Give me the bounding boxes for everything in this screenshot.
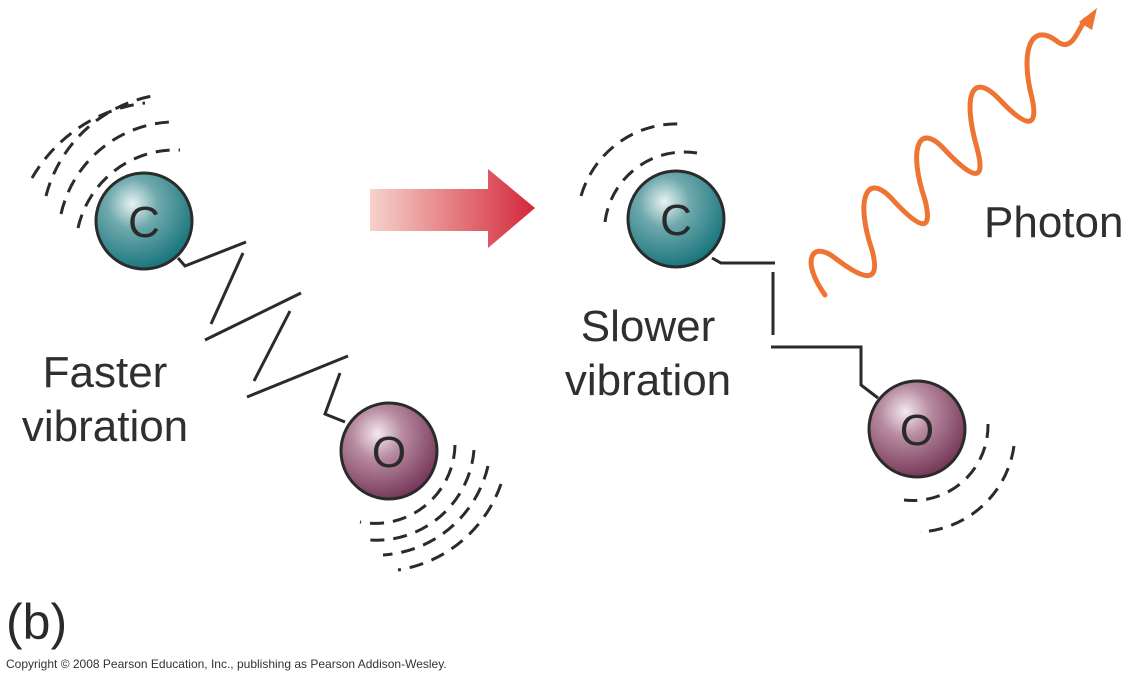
oxygen-symbol: O [900, 406, 934, 455]
carbon-symbol: C [128, 198, 160, 247]
carbon-atom-after: C [626, 169, 726, 269]
slower-label-line2: vibration [564, 356, 732, 405]
photon-wave-icon [808, 17, 1088, 298]
carbon-atom-before: C [94, 171, 194, 271]
oxygen-vibration-arcs-before [359, 444, 503, 572]
faster-label-line2: vibration [21, 402, 189, 451]
panel-label: (b) [6, 594, 68, 650]
zigzag-bond-before [176, 240, 349, 424]
oxygen-vibration-arcs-after [903, 423, 1016, 534]
slower-vibration-label: Slower vibration [548, 300, 748, 408]
oxygen-atom-after: O [867, 379, 967, 479]
gradient-right-arrow-icon [370, 169, 535, 248]
photon-arrowhead-icon [1079, 8, 1097, 30]
copyright-notice: Copyright © 2008 Pearson Education, Inc.… [6, 657, 447, 671]
faster-label-line1: Faster [42, 348, 168, 397]
stepped-bond-after [711, 256, 879, 400]
faster-vibration-label: Faster vibration [0, 346, 210, 454]
carbon-symbol: C [660, 196, 692, 245]
photon-label: Photon [984, 198, 1124, 247]
oxygen-atom-before: O [339, 401, 439, 501]
oxygen-symbol: O [372, 428, 406, 477]
carbon-vibration-arcs-before [30, 93, 181, 229]
slower-label-line1: Slower [580, 302, 716, 351]
carbon-vibration-arcs-after [579, 122, 698, 223]
